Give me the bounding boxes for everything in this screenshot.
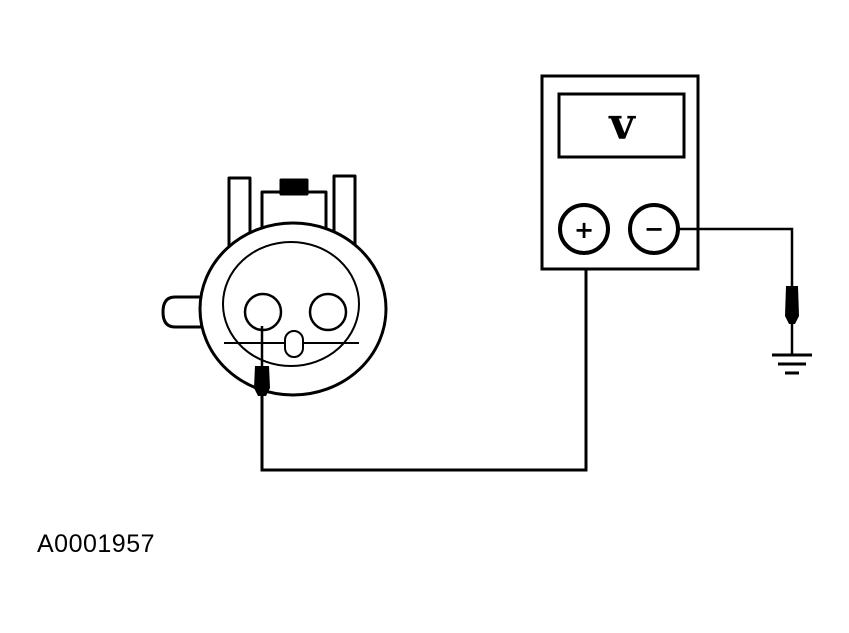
negative-ground-lead <box>678 227 812 375</box>
ground-probe-icon <box>785 286 799 324</box>
connector-inner-face <box>222 241 360 367</box>
positive-lead-wire <box>260 253 588 472</box>
negative-terminal-sign: − <box>644 215 664 243</box>
ground-icon <box>772 353 812 375</box>
meter-display-symbol: v <box>608 99 636 150</box>
negative-lead-wire <box>678 227 794 286</box>
positive-terminal-sign: + <box>574 216 594 244</box>
connector-pin-hole-left <box>243 292 283 332</box>
sensor-connector <box>161 174 388 397</box>
connector-key-slot <box>284 330 304 358</box>
positive-probe-lead <box>254 253 588 472</box>
meter-display <box>557 92 686 159</box>
positive-terminal <box>558 203 610 255</box>
connector-top-clip <box>279 178 309 196</box>
voltmeter: v + − <box>540 74 700 271</box>
figure-id-label: A0001957 <box>37 530 156 558</box>
positive-probe-icon <box>254 366 270 396</box>
connector-pin-hole-right <box>308 292 348 332</box>
